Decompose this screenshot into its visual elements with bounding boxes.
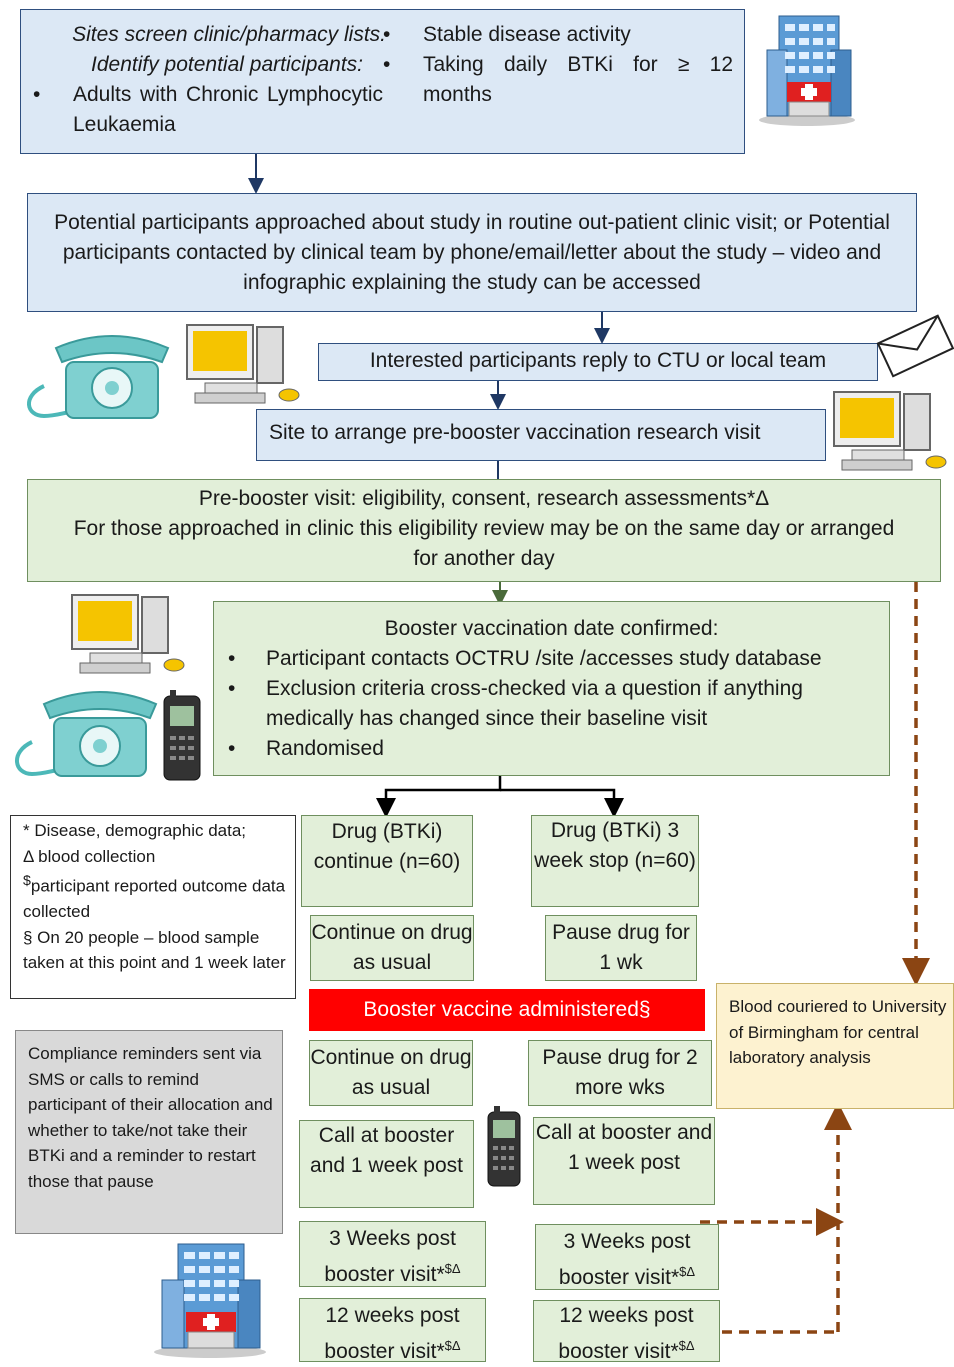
arm-stop-step2-text: Pause drug for 2 more wks	[542, 1046, 698, 1099]
visit-label: 12 weeks post booster visit*	[558, 1304, 694, 1363]
arm-continue-header: Drug (BTKi) continue (n=60)	[301, 815, 473, 907]
mobile-phone-icon	[163, 690, 201, 781]
visit-sup: $Δ	[444, 1338, 461, 1353]
arm-stop-12wk-text: 12 weeks post booster visit*$Δ	[534, 1301, 719, 1367]
legend-line-blood: Δ blood collection	[23, 846, 156, 866]
pre-booster-box: Pre-booster visit: eligibility, consent,…	[27, 479, 941, 582]
arm-stop-12wk: 12 weeks post booster visit*$Δ	[533, 1300, 720, 1363]
computer-icon	[71, 594, 185, 674]
pre-booster-line1: Pre-booster visit: eligibility, consent,…	[198, 487, 770, 510]
booster-administered-text: Booster vaccine administered§	[363, 998, 651, 1021]
hospital-icon	[759, 15, 855, 126]
arm-continue-3wk-text: 3 Weeks post booster visit*$Δ	[300, 1224, 485, 1290]
legend-sup: $	[23, 873, 31, 889]
booster-date-title: Booster vaccination date confirmed:	[384, 617, 719, 640]
arm-stop-3wk: 3 Weeks post booster visit*$Δ	[535, 1224, 719, 1290]
visit-sup: $Δ	[678, 1338, 695, 1353]
visit-sup: $Δ	[679, 1264, 696, 1279]
arm-stop-call-text: Call at booster and 1 week post	[535, 1121, 713, 1174]
visit-label: 12 weeks post booster visit*	[324, 1304, 460, 1363]
screening-bullet-stable: Stable disease activity	[423, 23, 631, 46]
arm-continue-step1: Continue on drug as usual	[310, 915, 474, 981]
split-line-right	[500, 788, 624, 818]
telephone-icon	[27, 335, 170, 419]
booster-date-bullet: Randomised	[214, 734, 889, 764]
screening-bullet-adults: Adults with Chronic Lymphocytic Leukaemi…	[73, 83, 383, 136]
approach-text: Potential participants approached about …	[54, 211, 890, 294]
booster-administered-banner: Booster vaccine administered§	[309, 989, 705, 1031]
bullet-dot: •	[33, 83, 41, 106]
arm-continue-12wk-text: 12 weeks post booster visit*$Δ	[300, 1301, 485, 1367]
screening-line2: Identify potential participants:	[91, 53, 363, 76]
reply-text: Interested participants reply to CTU or …	[369, 349, 827, 372]
approach-box: Potential participants approached about …	[27, 193, 917, 312]
envelope-icon	[876, 314, 954, 378]
bullet-dot: •	[383, 23, 391, 46]
booster-date-bullet: Exclusion criteria cross-checked via a q…	[214, 674, 889, 734]
screening-line1: Sites screen clinic/pharmacy lists.	[72, 23, 386, 46]
visit-label: 3 Weeks post booster visit*	[324, 1227, 456, 1286]
split-line	[376, 776, 502, 818]
arm-stop-header-text: Drug (BTKi) 3 week stop (n=60)	[534, 819, 696, 872]
arrange-text: Site to arrange pre-booster vaccination …	[269, 421, 761, 444]
blood-courier-text: Blood couriered to University of Birming…	[729, 997, 947, 1067]
legend-line-disease: * Disease, demographic data;	[23, 821, 247, 840]
computer-icon	[833, 391, 947, 471]
arrange-box: Site to arrange pre-booster vaccination …	[256, 409, 826, 461]
compliance-text: Compliance reminders sent via SMS or cal…	[28, 1044, 273, 1191]
visit-label: 3 Weeks post booster visit*	[558, 1230, 691, 1289]
compliance-box: Compliance reminders sent via SMS or cal…	[15, 1030, 283, 1234]
hospital-icon	[154, 1243, 266, 1358]
booster-date-list: Participant contacts OCTRU /site /access…	[214, 644, 889, 764]
arm-stop-step1: Pause drug for 1 wk	[545, 915, 697, 981]
arm-continue-step2-text: Continue on drug as usual	[310, 1046, 472, 1099]
legend-pro-text: participant reported outcome data collec…	[23, 876, 286, 922]
computer-icon	[186, 324, 300, 404]
booster-date-box: Booster vaccination date confirmed: Part…	[213, 601, 890, 776]
arm-continue-12wk: 12 weeks post booster visit*$Δ	[299, 1298, 486, 1363]
mobile-phone-icon	[487, 1106, 521, 1187]
arm-continue-call: Call at booster and 1 week post	[299, 1120, 474, 1208]
blood-courier-box: Blood couriered to University of Birming…	[716, 983, 954, 1109]
arm-continue-header-text: Drug (BTKi) continue (n=60)	[313, 820, 461, 873]
legend-line-subset: § On 20 people – blood sample taken at t…	[23, 927, 286, 973]
pre-booster-line2: For those approached in clinic this elig…	[73, 517, 895, 570]
legend-line-pro: $participant reported outcome data colle…	[23, 869, 287, 925]
bullet-dot: •	[383, 53, 391, 76]
reply-box: Interested participants reply to CTU or …	[318, 343, 878, 381]
legend-box: * Disease, demographic data; Δ blood col…	[10, 815, 296, 999]
telephone-icon	[15, 691, 158, 777]
screening-bullet-btki: Taking daily BTKi for ≥ 12 months	[423, 53, 733, 106]
arm-continue-call-text: Call at booster and 1 week post	[310, 1124, 463, 1177]
visit-sup: $Δ	[444, 1261, 461, 1276]
arm-stop-3wk-text: 3 Weeks post booster visit*$Δ	[536, 1227, 718, 1293]
arm-continue-step2: Continue on drug as usual	[309, 1040, 473, 1106]
screening-box: Sites screen clinic/pharmacy lists. Iden…	[20, 9, 745, 154]
arm-stop-step1-text: Pause drug for 1 wk	[552, 921, 690, 974]
arm-continue-3wk: 3 Weeks post booster visit*$Δ	[299, 1221, 486, 1287]
arm-stop-step2: Pause drug for 2 more wks	[528, 1040, 712, 1106]
arm-continue-step1-text: Continue on drug as usual	[311, 921, 473, 974]
arm-stop-header: Drug (BTKi) 3 week stop (n=60)	[531, 815, 699, 907]
booster-date-bullet: Participant contacts OCTRU /site /access…	[214, 644, 889, 674]
arm-stop-call: Call at booster and 1 week post	[533, 1117, 715, 1205]
